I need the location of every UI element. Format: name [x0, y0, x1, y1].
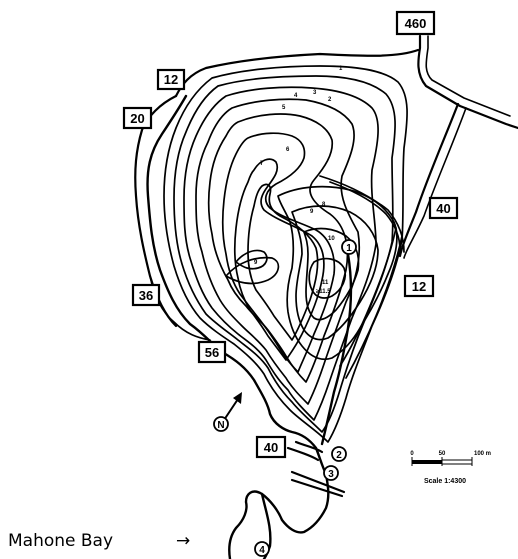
north-arrow: N — [213, 392, 242, 432]
contour-4 — [195, 98, 361, 405]
contour-label-2: 2 — [328, 97, 332, 103]
summit-elevation: ≥11.5 — [316, 289, 331, 295]
contour-label-5: 5 — [282, 105, 286, 111]
bay-arrow: → — [176, 531, 190, 551]
contour-labels: 1 2 3 4 5 6 7 8 9 10 11 9 ≥11.5 — [254, 66, 343, 295]
contour-11 — [303, 227, 360, 321]
road-crossing — [290, 470, 346, 498]
contour-label-7: 7 — [260, 161, 264, 167]
route-sign-40-east: 40 — [428, 196, 459, 220]
road-460 — [417, 34, 518, 130]
route-sign-40-south: 40 — [255, 435, 287, 459]
contour-5 — [207, 113, 349, 383]
route-signs: 460 12 20 40 12 36 56 40 — [122, 10, 459, 459]
contour-label-10: 10 — [328, 236, 335, 242]
site-marker-2: 2 — [331, 446, 347, 462]
shoreline-inlet — [260, 492, 272, 559]
contour-label-9b: 9 — [254, 260, 258, 266]
north-arrow-head — [233, 392, 242, 404]
shoreline-south — [228, 472, 330, 559]
contour-2 — [173, 75, 396, 433]
svg-text:40: 40 — [264, 440, 278, 455]
contour-east-a — [329, 181, 401, 251]
svg-text:20: 20 — [130, 111, 144, 126]
site-markers: 1 2 3 4 — [254, 239, 357, 557]
scale-tick-100: 100 m — [474, 451, 491, 457]
road-east — [398, 102, 460, 258]
scale-bar-black — [412, 460, 442, 464]
contour-label-3: 3 — [313, 90, 317, 96]
bay-label: Mahone Bay — [8, 531, 113, 551]
contour-3 — [183, 86, 379, 421]
svg-text:40: 40 — [436, 201, 450, 216]
road-south — [286, 440, 324, 462]
contour-7 — [233, 158, 325, 361]
site-marker-4: 4 — [254, 541, 270, 557]
contour-label-11: 11 — [322, 280, 329, 286]
road-east-inner — [403, 107, 467, 259]
route-sign-56: 56 — [197, 340, 227, 364]
svg-text:12: 12 — [164, 72, 178, 87]
contour-9 — [277, 185, 398, 361]
contour-label-4: 4 — [294, 93, 298, 99]
contour-label-6: 6 — [286, 147, 290, 153]
scale-tick-50: 50 — [439, 451, 446, 457]
contour-peak — [308, 257, 347, 299]
svg-text:36: 36 — [139, 288, 153, 303]
bay-label-group: Mahone Bay → — [8, 531, 190, 551]
contour-inlet-b — [225, 256, 280, 285]
scale-tick-0: 0 — [410, 451, 414, 457]
scale-bar: 0 50 100 m Scale 1:4300 — [410, 451, 491, 485]
contour-8 — [247, 183, 319, 341]
north-label: N — [217, 420, 224, 431]
svg-text:56: 56 — [205, 345, 219, 360]
contours — [163, 65, 408, 443]
svg-text:2: 2 — [336, 450, 342, 461]
route-sign-20: 20 — [122, 106, 153, 130]
route-sign-12-east: 12 — [403, 274, 435, 298]
route-sign-460: 460 — [395, 10, 436, 36]
road-north — [174, 48, 420, 98]
contour-inlet-a — [235, 249, 268, 270]
route-sign-36: 36 — [131, 283, 161, 307]
svg-text:3: 3 — [328, 469, 334, 480]
contour-label-8: 8 — [322, 202, 326, 208]
contour-1 — [163, 65, 408, 443]
contour-label-9: 9 — [310, 209, 314, 215]
svg-text:1: 1 — [346, 243, 352, 254]
contour-6 — [221, 132, 336, 373]
site-marker-1: 1 — [341, 239, 357, 255]
svg-text:12: 12 — [412, 279, 426, 294]
contour-10 — [291, 205, 379, 341]
route-sign-12-north: 12 — [156, 68, 186, 91]
road-460-inner — [425, 35, 511, 117]
contour-east-d — [345, 235, 403, 379]
site-marker-3: 3 — [323, 465, 339, 481]
contour-east-c — [339, 227, 397, 367]
svg-text:460: 460 — [405, 16, 427, 31]
scale-caption: Scale 1:4300 — [424, 478, 466, 485]
svg-text:4: 4 — [259, 545, 265, 556]
contour-label-1: 1 — [339, 66, 343, 72]
scale-bar-white — [441, 459, 473, 465]
